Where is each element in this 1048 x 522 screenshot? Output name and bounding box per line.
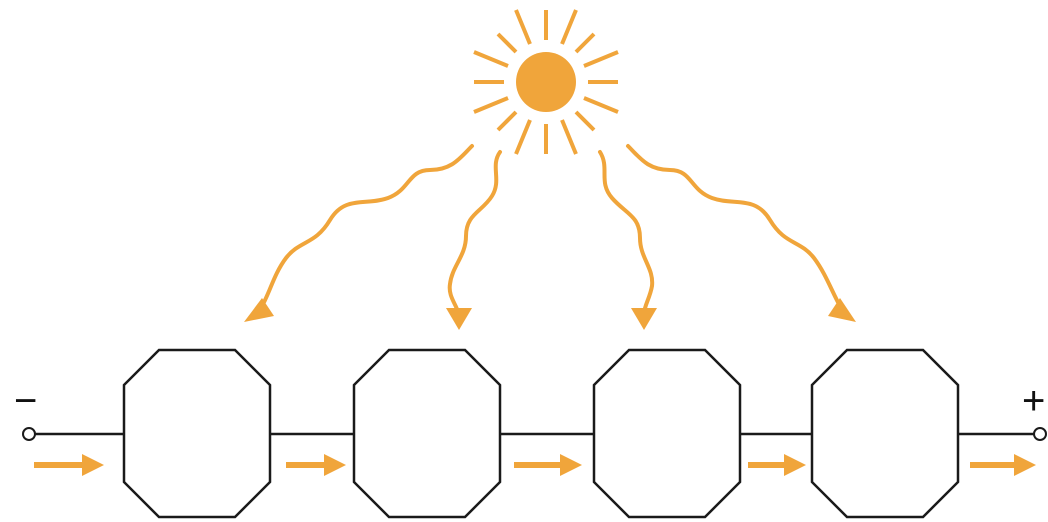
solar-cell-1: [122, 348, 272, 519]
light-ray-arrowhead-3: [631, 308, 657, 330]
light-ray-2: [447, 150, 502, 314]
sun-disc: [516, 52, 576, 112]
current-arrow-2: [286, 454, 346, 476]
light-ray-arrowhead-4: [828, 298, 856, 322]
light-rays: [260, 144, 842, 316]
current-arrow-4: [748, 454, 806, 476]
light-ray-arrowhead-1: [244, 298, 274, 322]
positive-terminal-label: +: [1022, 379, 1045, 423]
light-ray-heads: [244, 298, 856, 330]
solar-cell-4: [810, 348, 960, 519]
light-ray-3: [598, 150, 655, 316]
current-arrow-3: [514, 454, 582, 476]
current-arrows: [34, 454, 1036, 476]
solar-cells: [122, 348, 960, 519]
negative-terminal-label: −: [14, 379, 37, 423]
sun-icon: [473, 9, 619, 155]
light-ray-arrowhead-2: [446, 308, 472, 330]
light-ray-4: [626, 144, 842, 308]
positive-terminal-node: [1033, 427, 1047, 441]
current-arrow-1: [34, 454, 104, 476]
negative-terminal-node: [22, 427, 36, 441]
solar-cell-3: [592, 348, 742, 519]
solar-cell-2: [352, 348, 502, 519]
light-ray-1: [260, 144, 474, 308]
current-arrow-5: [970, 454, 1036, 476]
sun-rays: [473, 9, 619, 155]
